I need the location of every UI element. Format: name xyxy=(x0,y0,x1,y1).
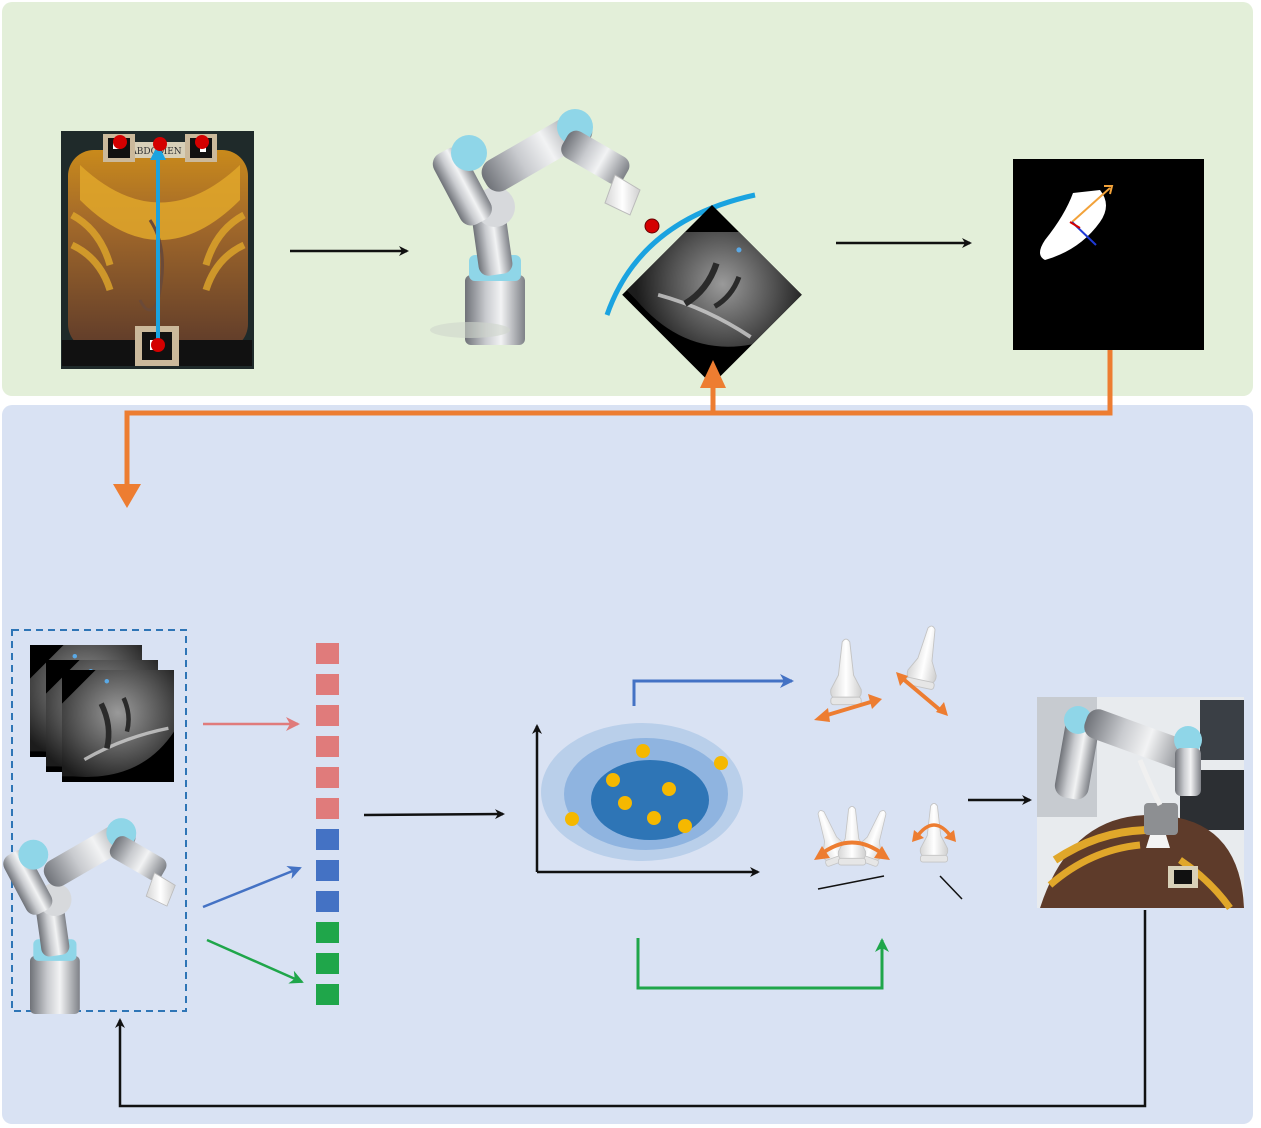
sample-point xyxy=(618,796,632,810)
landmark-dot xyxy=(153,137,167,151)
feature-cell-image xyxy=(316,643,339,664)
landmark-dot xyxy=(151,338,165,352)
probe-translate-icon xyxy=(814,638,882,722)
feature-cell-image xyxy=(316,767,339,788)
rotation-branch-arrow xyxy=(636,938,889,990)
feature-cell-robot xyxy=(316,829,339,850)
input-observations-box xyxy=(11,629,187,1012)
flow-arrow xyxy=(363,809,505,820)
robot-feature-arrow xyxy=(202,865,302,909)
probe-rotate-icon xyxy=(807,805,897,890)
landmark-dot xyxy=(195,135,209,149)
sample-point xyxy=(678,819,692,833)
feature-cell-image xyxy=(316,736,339,757)
abdomen-phantom-photo: ABDOMEN xyxy=(61,131,254,369)
sample-point xyxy=(662,782,676,796)
feature-cell-force xyxy=(316,953,339,974)
feature-cell-force xyxy=(316,984,339,1005)
feature-cell-robot xyxy=(316,860,339,881)
sample-point xyxy=(565,812,579,826)
sample-point xyxy=(636,744,650,758)
scan-arc xyxy=(604,192,756,316)
segmentation-mask xyxy=(1013,159,1204,350)
translation-branch-arrow xyxy=(632,674,794,706)
sample-point xyxy=(647,811,661,825)
robot-scanning-photo xyxy=(1037,697,1244,911)
orange-feedback-line xyxy=(124,350,1113,490)
probe-spin-icon xyxy=(912,803,963,900)
ultrasound-sequence-stack xyxy=(30,645,174,782)
closed-loop-arrow xyxy=(115,910,1147,1108)
sample-point xyxy=(606,773,620,787)
probe-tilt-icon xyxy=(896,622,948,716)
landmark-dot xyxy=(113,135,127,149)
feature-cell-image xyxy=(316,674,339,695)
force-feature-arrow xyxy=(206,938,304,984)
feature-cell-robot xyxy=(316,891,339,912)
feature-cell-image xyxy=(316,798,339,819)
feature-vector xyxy=(316,643,339,1005)
policy-distribution-plot xyxy=(532,723,760,877)
robot-arm-state-photo xyxy=(0,816,176,1015)
feature-cell-image xyxy=(316,705,339,726)
feature-cell-force xyxy=(316,922,339,943)
distribution-inner xyxy=(591,760,709,840)
sample-point xyxy=(714,756,728,770)
probe-contact-dot xyxy=(644,218,660,234)
